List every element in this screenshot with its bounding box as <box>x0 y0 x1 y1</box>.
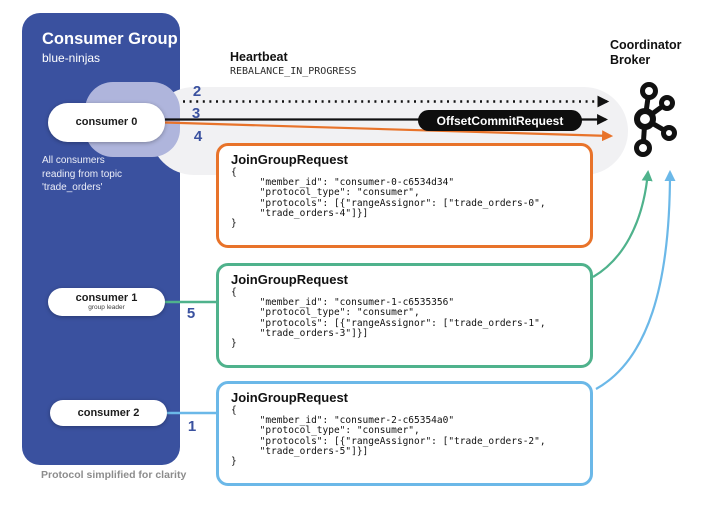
consumer-0-pill: consumer 0 <box>48 103 165 142</box>
consumer-2-label: consumer 2 <box>77 406 140 419</box>
consumer-2-pill: consumer 2 <box>50 400 167 426</box>
consumer-1-sublabel: group leader <box>88 303 125 311</box>
panel-note: All consumers reading from topic 'trade_… <box>42 155 123 193</box>
step-number-heartbeat: 2 <box>192 83 202 100</box>
consumer-1-label: consumer 1 <box>75 291 138 304</box>
consumer-0-label: consumer 0 <box>75 116 138 128</box>
heartbeat-title: Heartbeat <box>230 50 288 64</box>
coordinator-broker-label: Coordinator Broker <box>610 38 682 67</box>
request-title: JoinGroupRequest <box>231 272 349 287</box>
step-number-join-consumer0: 4 <box>193 128 203 145</box>
join-group-request-box-consumer1: JoinGroupRequest { "member_id": "consume… <box>216 263 593 368</box>
step-number-join-consumer1: 5 <box>186 305 196 322</box>
request-json-body: { "member_id": "consumer-2-c65354a0" "pr… <box>231 405 546 468</box>
heartbeat-header: Heartbeat REBALANCE_IN_PROGRESS <box>230 50 356 77</box>
footer-note: Protocol simplified for clarity <box>41 469 187 481</box>
offset-commit-request-pill: OffsetCommitRequest <box>418 110 582 131</box>
panel-title: Consumer Group <box>42 30 178 48</box>
request-title: JoinGroupRequest <box>231 152 349 167</box>
request-json-body: { "member_id": "consumer-1-c6535356" "pr… <box>231 287 546 350</box>
consumer-1-pill: consumer 1 group leader <box>48 288 165 316</box>
join-consumer1-curve-arrow <box>592 169 653 278</box>
request-title: JoinGroupRequest <box>231 390 349 405</box>
panel-subtitle: blue-ninjas <box>42 51 101 65</box>
join-group-request-box-consumer0: JoinGroupRequest { "member_id": "consume… <box>216 143 593 248</box>
join-group-request-box-consumer2: JoinGroupRequest { "member_id": "consume… <box>216 381 593 486</box>
step-number-offset-commit: 3 <box>191 105 201 122</box>
offset-commit-request-label: OffsetCommitRequest <box>436 113 564 128</box>
request-json-body: { "member_id": "consumer-0-c6534d34" "pr… <box>231 167 546 230</box>
step-number-join-consumer2: 1 <box>187 418 197 435</box>
kafka-broker-icon <box>634 82 677 157</box>
join-consumer2-curve-arrow <box>595 169 676 390</box>
heartbeat-status: REBALANCE_IN_PROGRESS <box>230 66 357 77</box>
join-consumer0-arrow <box>164 121 614 142</box>
